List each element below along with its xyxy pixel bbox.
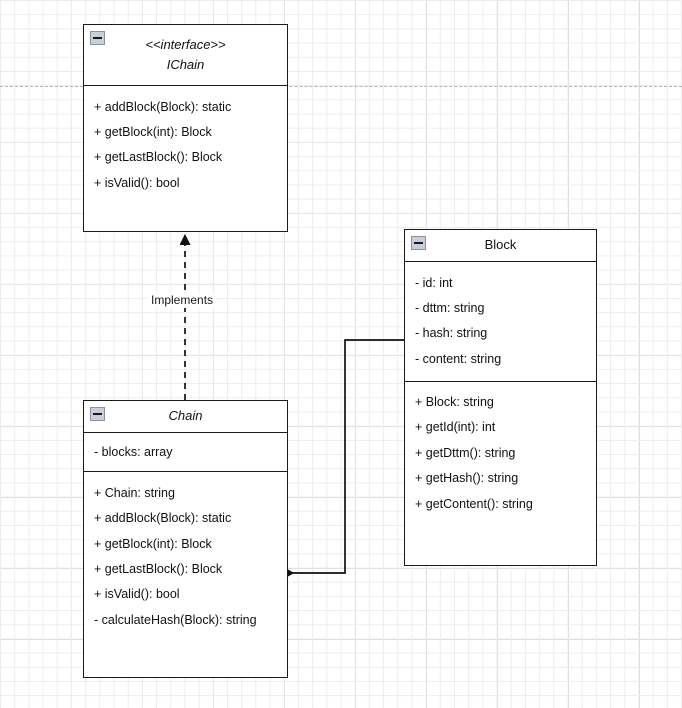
uml-method: + addBlock(Block): static <box>94 511 232 526</box>
uml-class-chain[interactable]: Chain - blocks: array + Chain: string + … <box>83 400 288 678</box>
minus-icon[interactable] <box>411 236 426 250</box>
uml-class-name: Block <box>484 237 517 253</box>
uml-methods-block: + Block: string + getId(int): int + getD… <box>405 380 596 526</box>
uml-method: + addBlock(Block): static <box>94 99 232 114</box>
uml-method: + Block: string <box>415 395 494 409</box>
uml-header-ichain: <<interface>> IChain <box>84 25 287 86</box>
uml-attributes-chain: - blocks: array <box>84 433 287 471</box>
connector-composition[interactable] <box>292 339 404 573</box>
guide-line-horizontal <box>0 86 682 87</box>
uml-method: + isValid(): bool <box>94 175 180 190</box>
connector-label-implements: Implements <box>148 293 217 309</box>
uml-class-name: IChain <box>166 57 205 72</box>
uml-attributes-block: - id: int - dttm: string - hash: string … <box>405 262 596 381</box>
uml-attribute: - blocks: array <box>94 444 173 459</box>
uml-class-block[interactable]: Block - id: int - dttm: string - hash: s… <box>404 229 597 566</box>
uml-methods-ichain: + addBlock(Block): static + getBlock(int… <box>84 86 287 205</box>
uml-method: + getLastBlock(): Block <box>94 562 223 576</box>
minus-icon[interactable] <box>90 31 105 45</box>
uml-methods-chain: + Chain: string + addBlock(Block): stati… <box>84 471 287 641</box>
uml-method: + getContent(): string <box>415 496 533 511</box>
uml-method: + getLastBlock(): Block <box>94 150 223 165</box>
uml-method: + isValid(): bool <box>94 587 180 602</box>
uml-method: - calculateHash(Block): string <box>94 612 257 627</box>
uml-method: + Chain: string <box>94 485 175 500</box>
uml-class-ichain[interactable]: <<interface>> IChain + addBlock(Block): … <box>83 24 288 232</box>
uml-attribute: - dttm: string <box>415 300 485 315</box>
uml-stereotype: <<interface>> <box>145 36 226 52</box>
uml-header-chain: Chain <box>84 401 287 433</box>
uml-header-block: Block <box>405 230 596 262</box>
uml-method: + getDttm(): string <box>415 445 516 460</box>
uml-attribute: - hash: string <box>415 326 488 341</box>
minus-icon[interactable] <box>90 407 105 421</box>
uml-attribute: - id: int <box>415 275 453 290</box>
uml-method: + getHash(): string <box>415 471 519 486</box>
uml-class-name: Chain <box>168 408 203 424</box>
uml-method: + getBlock(int): Block <box>94 536 212 551</box>
uml-attribute: - content: string <box>415 351 502 366</box>
uml-method: + getBlock(int): Block <box>94 124 212 139</box>
uml-method: + getId(int): int <box>415 420 496 435</box>
